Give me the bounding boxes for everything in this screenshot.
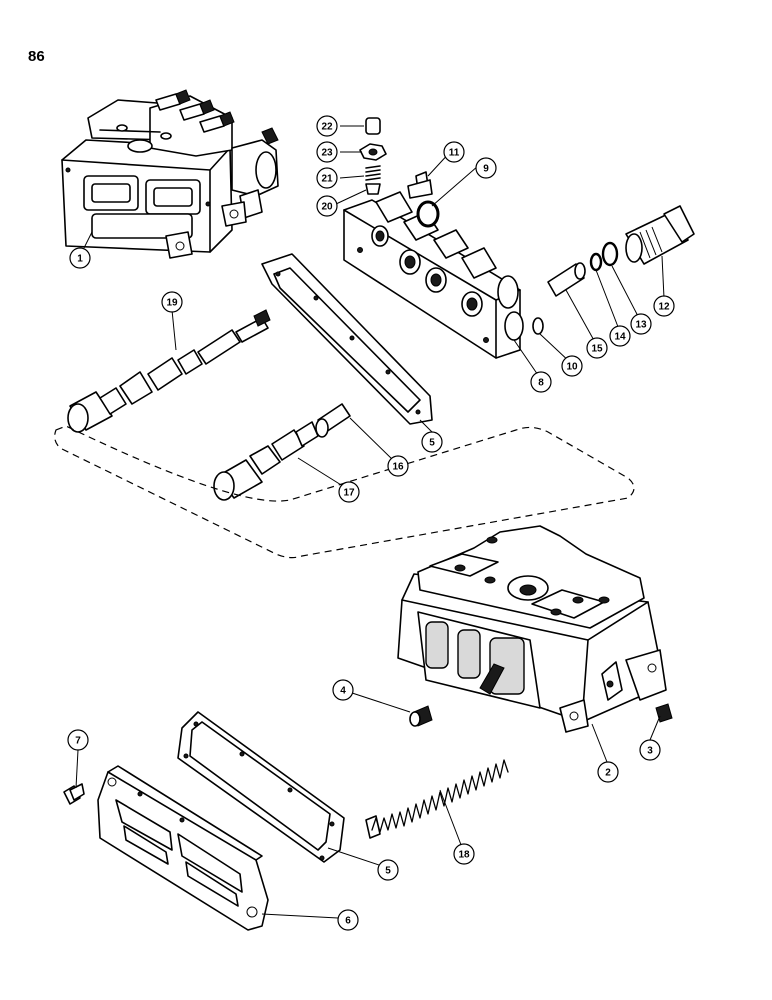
svg-text:10: 10 <box>566 362 578 373</box>
plug-part-4 <box>409 705 433 727</box>
callout-5-lower: 5 <box>377 859 399 881</box>
svg-text:2: 2 <box>605 768 611 779</box>
callout-2: 2 <box>597 761 619 783</box>
callout-22: 22 <box>316 115 338 137</box>
valve-assembly-part <box>61 89 279 259</box>
gasket-upper <box>261 253 433 425</box>
cover-plate-part-6 <box>97 765 269 931</box>
callout-17: 17 <box>338 481 360 503</box>
svg-text:15: 15 <box>591 344 603 355</box>
svg-text:4: 4 <box>340 686 346 697</box>
svg-text:7: 7 <box>75 736 81 747</box>
callout-23: 23 <box>316 141 338 163</box>
spool-part-19 <box>67 309 271 433</box>
callout-5-upper: 5 <box>421 431 443 453</box>
callout-21: 21 <box>316 167 338 189</box>
svg-text:5: 5 <box>385 866 391 877</box>
gasket-lower <box>177 711 345 863</box>
callout-10: 10 <box>561 355 583 377</box>
callout-19: 19 <box>161 291 183 313</box>
callout-4: 4 <box>332 679 354 701</box>
ring-part-13 <box>601 241 619 267</box>
piston-part-15 <box>547 262 586 297</box>
svg-text:9: 9 <box>483 164 489 175</box>
callout-11: 11 <box>443 141 465 163</box>
callout-15: 15 <box>586 337 608 359</box>
svg-text:20: 20 <box>321 202 333 213</box>
svg-text:3: 3 <box>647 746 653 757</box>
callout-12: 12 <box>653 295 675 317</box>
svg-text:14: 14 <box>614 332 626 343</box>
dashed-outline <box>54 425 635 559</box>
plug-part-3 <box>655 703 673 723</box>
cover-housing-part <box>343 191 524 359</box>
washer-part-10 <box>532 317 544 335</box>
svg-text:11: 11 <box>449 148 460 159</box>
svg-text:13: 13 <box>635 320 647 331</box>
callout-16: 16 <box>387 455 409 477</box>
svg-text:17: 17 <box>343 488 355 499</box>
svg-text:19: 19 <box>166 298 178 309</box>
callout-8: 8 <box>530 371 552 393</box>
bolt-part-11 <box>407 171 433 199</box>
screw-part-7 <box>63 783 85 805</box>
svg-text:6: 6 <box>345 916 351 927</box>
svg-text:18: 18 <box>458 850 470 861</box>
callout-13: 13 <box>630 313 652 335</box>
svg-text:21: 21 <box>321 174 333 185</box>
leader-lines <box>75 125 665 919</box>
page-number: 86 <box>28 48 45 65</box>
svg-text:12: 12 <box>658 302 670 313</box>
callout-3: 3 <box>639 739 661 761</box>
svg-text:1: 1 <box>77 254 83 265</box>
callout-6: 6 <box>337 909 359 931</box>
svg-text:23: 23 <box>321 148 333 159</box>
svg-text:5: 5 <box>429 438 435 449</box>
fitting-part-12 <box>625 205 695 265</box>
callout-14: 14 <box>609 325 631 347</box>
spring-part-18 <box>365 759 509 839</box>
svg-text:16: 16 <box>392 462 404 473</box>
small-parts-stack <box>359 117 387 195</box>
valve-body-part <box>397 525 667 733</box>
ring-part-14 <box>589 252 603 272</box>
callout-18: 18 <box>453 843 475 865</box>
callout-20: 20 <box>316 195 338 217</box>
svg-text:8: 8 <box>538 378 544 389</box>
pin-part-16 <box>315 403 351 438</box>
svg-text:22: 22 <box>321 122 333 133</box>
callout-7: 7 <box>67 729 89 751</box>
callout-1: 1 <box>69 247 91 269</box>
o-ring-part-9 <box>416 200 440 228</box>
callout-9: 9 <box>475 157 497 179</box>
